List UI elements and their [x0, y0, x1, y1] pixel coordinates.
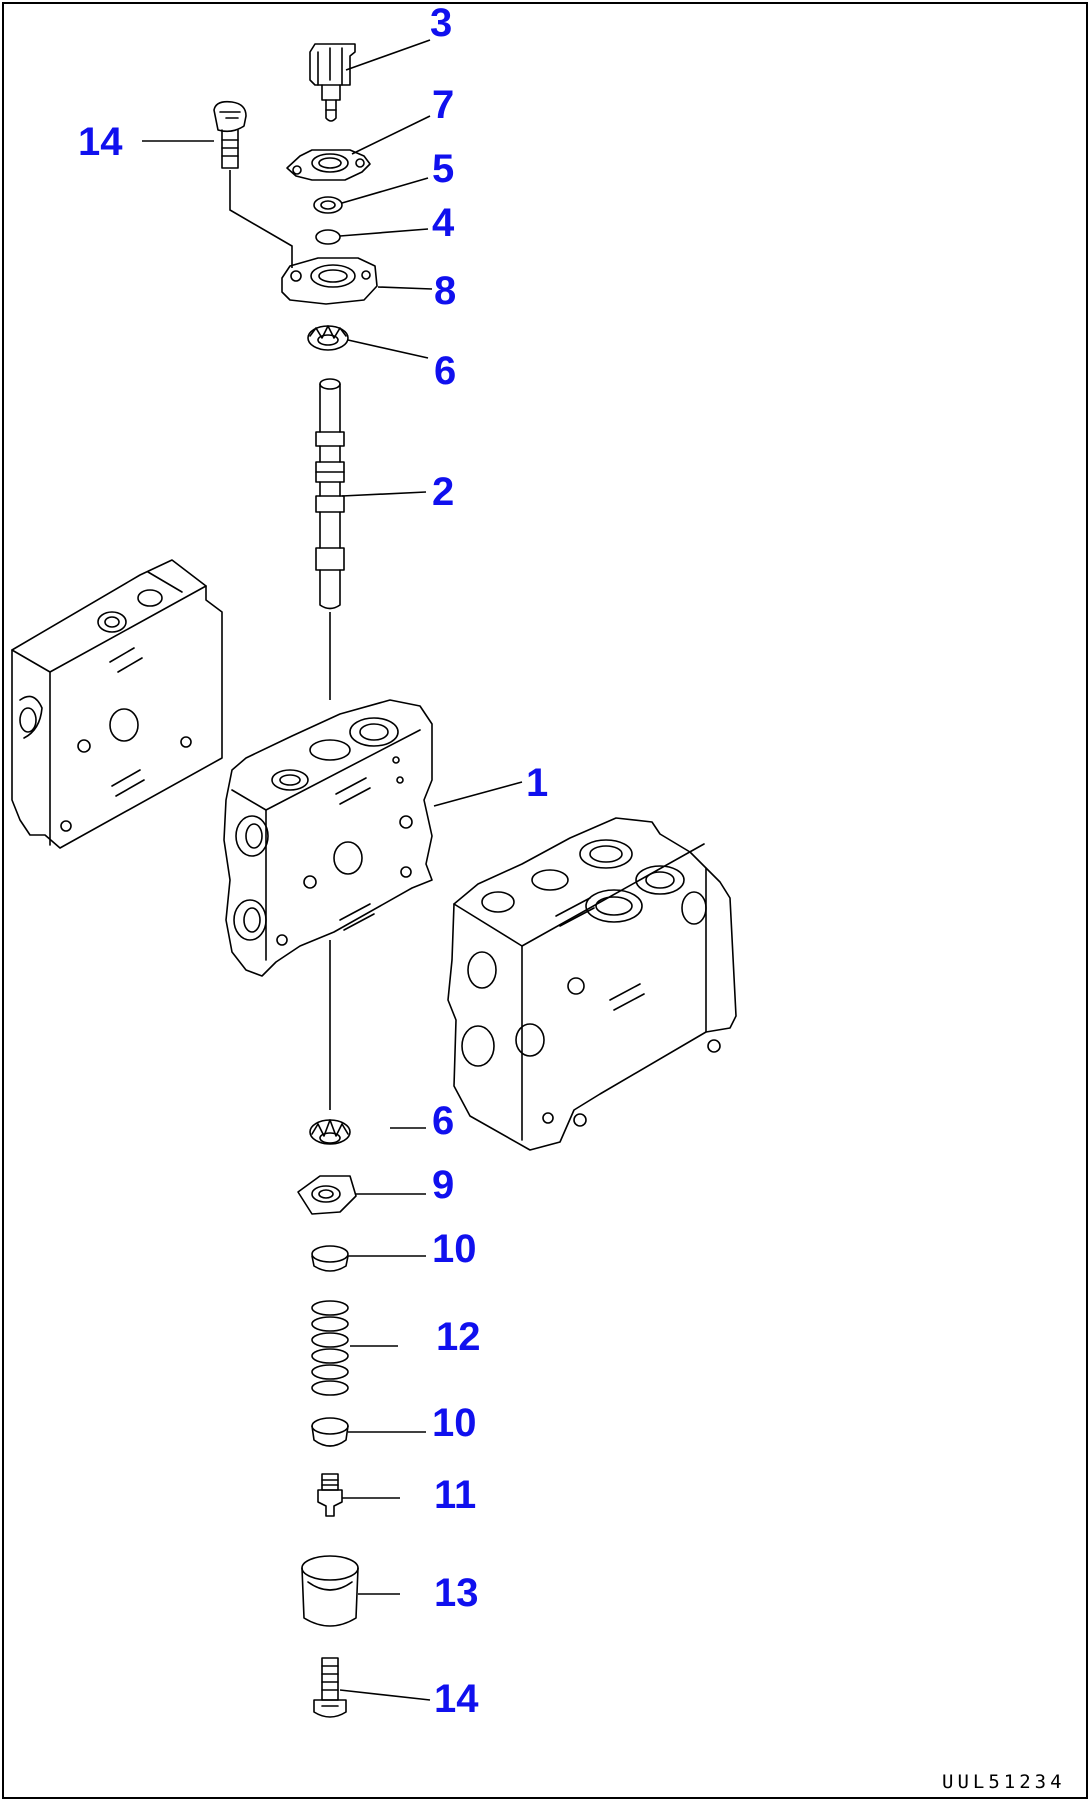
right-valve-section-drawing	[447, 817, 737, 1151]
part-3-drawing	[309, 43, 356, 122]
callout-13: 13	[434, 1571, 479, 1615]
callout-8: 8	[434, 269, 456, 313]
callout-6-upper: 6	[434, 349, 456, 393]
callout-14-upper: 14	[78, 120, 123, 164]
callout-3: 3	[430, 1, 452, 45]
part-10-upper-drawing	[311, 1245, 349, 1272]
callout-2: 2	[432, 470, 454, 514]
part-2-spool-drawing	[315, 378, 345, 610]
part-12-spring-drawing	[311, 1300, 349, 1396]
callout-12: 12	[436, 1315, 481, 1359]
callout-14-lower: 14	[434, 1677, 479, 1721]
part-13-cap-drawing	[301, 1555, 359, 1627]
part-4-drawing	[315, 229, 341, 245]
leader-lines	[142, 39, 523, 1701]
callout-11: 11	[434, 1473, 476, 1517]
callout-4: 4	[432, 201, 455, 245]
drawing-code: UUL51234	[942, 1771, 1066, 1793]
callout-5: 5	[432, 147, 454, 191]
part-1-valve-section-drawing	[223, 699, 433, 977]
part-5-drawing	[313, 196, 343, 214]
bolt-leader-line	[229, 170, 293, 268]
part-14-upper-bolt-drawing	[213, 100, 247, 169]
callout-7: 7	[432, 83, 454, 127]
part-6-lower-seal-drawing	[309, 1119, 351, 1145]
part-6-upper-seal-drawing	[307, 325, 349, 351]
callout-1: 1	[526, 761, 548, 805]
part-14-lower-bolt-drawing	[313, 1657, 347, 1718]
part-8-drawing	[281, 257, 378, 305]
callout-9: 9	[432, 1163, 454, 1207]
callout-10-lower: 10	[432, 1401, 477, 1445]
part-10-lower-drawing	[311, 1417, 349, 1447]
part-11-drawing	[317, 1473, 343, 1517]
part-9-drawing	[297, 1175, 357, 1215]
part-7-drawing	[286, 149, 371, 181]
callout-6-lower: 6	[432, 1099, 454, 1143]
left-valve-section-drawing	[11, 559, 223, 849]
callout-10-upper: 10	[432, 1227, 477, 1271]
